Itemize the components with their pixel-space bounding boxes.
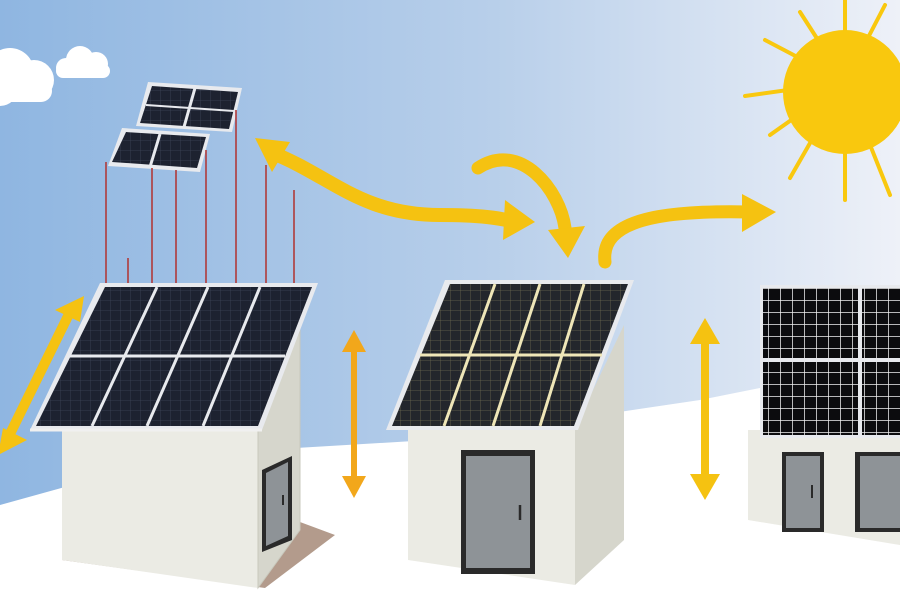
door-icon <box>262 456 292 552</box>
curved-arrow-icon <box>255 138 290 172</box>
support-lines <box>105 110 295 285</box>
sun-icon <box>743 0 900 202</box>
double-arrow-icon <box>342 330 366 498</box>
curved-arrow-icon <box>742 194 776 232</box>
house-wall-front <box>62 425 258 588</box>
curved-arrow-icon <box>503 200 535 240</box>
curved-arrow-icon <box>263 145 522 229</box>
door-icon <box>461 450 535 574</box>
cloud-icon <box>0 48 54 106</box>
curved-arrow-icon <box>548 226 585 258</box>
house-icon <box>386 280 634 585</box>
curved-arrow-icon <box>471 153 572 235</box>
door-icon <box>782 452 824 532</box>
curved-arrow-icon <box>598 205 757 269</box>
house-icon <box>30 283 335 590</box>
house-wall-side <box>575 325 624 585</box>
cloud-icon <box>56 46 110 78</box>
door-icon <box>855 452 900 532</box>
double-arrow-icon <box>0 296 84 454</box>
double-arrow-icon <box>690 318 720 500</box>
solar-panel-icon <box>108 82 242 172</box>
house-icon <box>748 285 900 545</box>
